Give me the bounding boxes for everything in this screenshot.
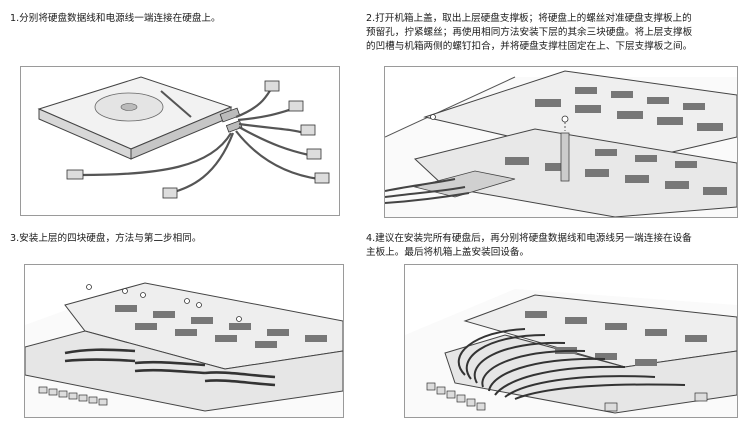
step-1-caption: 1.分别将硬盘数据线和电源线一端连接在硬盘上。 <box>10 13 221 24</box>
upper-layer-hdd-install-drawing <box>25 282 343 417</box>
step-1-illustration <box>20 66 340 216</box>
cables-to-mainboard-drawing <box>405 289 737 417</box>
step-4-illustration <box>404 264 738 418</box>
step-3-illustration <box>24 264 344 418</box>
step-2-illustration <box>384 66 738 218</box>
step-2-caption: 2.打开机箱上盖，取出上层硬盘支撑板；将硬盘上的螺丝对准硬盘支撑板上的 预留孔，… <box>366 13 693 52</box>
chassis-support-plate-drawing <box>385 70 737 217</box>
step-3-caption: 3.安装上层的四块硬盘，方法与第二步相同。 <box>10 233 202 244</box>
hdd-with-cables-drawing <box>37 76 330 199</box>
step-4-caption: 4.建议在安装完所有硬盘后，再分别将硬盘数据线和电源线另一端连接在设备 主板上。… <box>366 233 692 258</box>
